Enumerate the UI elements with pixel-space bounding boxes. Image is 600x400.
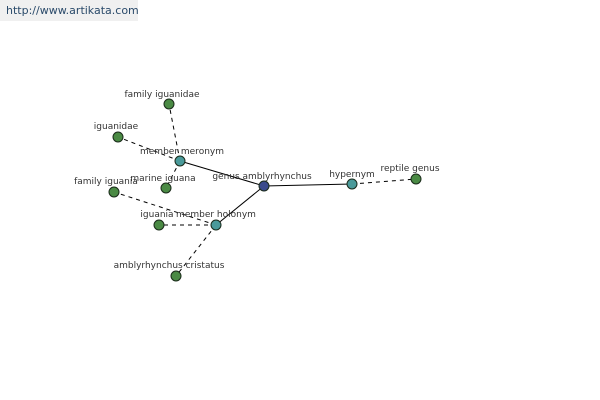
node-hypernym[interactable]: hypernym: [329, 170, 375, 190]
node-marker-meronym[interactable]: [174, 155, 186, 167]
node-marker-holonym[interactable]: [210, 219, 222, 231]
node-holonym[interactable]: member holonym: [176, 210, 256, 231]
node-iguania[interactable]: iguania: [140, 210, 174, 231]
edge-genus-hypernym: [263, 183, 353, 187]
node-label-fam_iguanidae: family iguanidae: [124, 90, 200, 100]
node-meronym[interactable]: member meronym: [140, 147, 224, 167]
node-genus[interactable]: genus amblyrhynchus: [212, 172, 312, 192]
edges-layer: [113, 103, 417, 277]
edge-meronym-iguanidae: [117, 136, 181, 162]
edge-genus-meronym: [179, 160, 265, 187]
node-label-reptile_genus: reptile genus: [380, 164, 439, 174]
node-cristatus[interactable]: amblyrhynchus cristatus: [114, 261, 225, 282]
source-url-banner[interactable]: http://www.artikata.com: [0, 0, 139, 21]
node-label-iguania: iguania: [140, 210, 173, 220]
node-label-holonym: member holonym: [176, 210, 256, 220]
node-label-meronym: member meronym: [140, 147, 224, 157]
node-label-marine_iguana: marine iguana: [130, 174, 195, 184]
node-label-hypernym: hypernym: [329, 170, 375, 180]
node-marker-marine_iguana[interactable]: [160, 182, 172, 194]
nodes-layer: genus amblyrhynchus member meronym member …: [74, 90, 440, 282]
node-fam_iguania[interactable]: family iguania: [74, 177, 138, 198]
node-marker-fam_iguania[interactable]: [108, 186, 120, 198]
edge-meronym-fam_iguanidae: [168, 103, 181, 162]
node-marker-genus[interactable]: [258, 180, 270, 192]
node-fam_iguanidae[interactable]: family iguanidae: [124, 90, 200, 110]
node-marker-iguania[interactable]: [153, 219, 165, 231]
node-label-iguanidae: iguanidae: [94, 122, 139, 132]
node-label-genus: genus amblyrhynchus: [212, 172, 312, 182]
node-marine_iguana[interactable]: marine iguana: [130, 174, 196, 194]
edge-holonym-cristatus: [175, 224, 217, 277]
node-label-cristatus: amblyrhynchus cristatus: [114, 261, 225, 271]
edge-genus-holonym: [215, 185, 265, 226]
edge-hypernym-reptile_genus: [351, 178, 417, 185]
node-marker-cristatus[interactable]: [170, 270, 182, 282]
node-iguanidae[interactable]: iguanidae: [94, 122, 139, 143]
node-marker-hypernym[interactable]: [346, 178, 358, 190]
node-marker-fam_iguanidae[interactable]: [163, 98, 175, 110]
edge-holonym-fam_iguania: [113, 191, 217, 226]
node-reptile_genus[interactable]: reptile genus: [380, 164, 440, 185]
node-marker-reptile_genus[interactable]: [410, 173, 422, 185]
node-marker-iguanidae[interactable]: [112, 131, 124, 143]
node-label-fam_iguania: family iguania: [74, 177, 138, 187]
